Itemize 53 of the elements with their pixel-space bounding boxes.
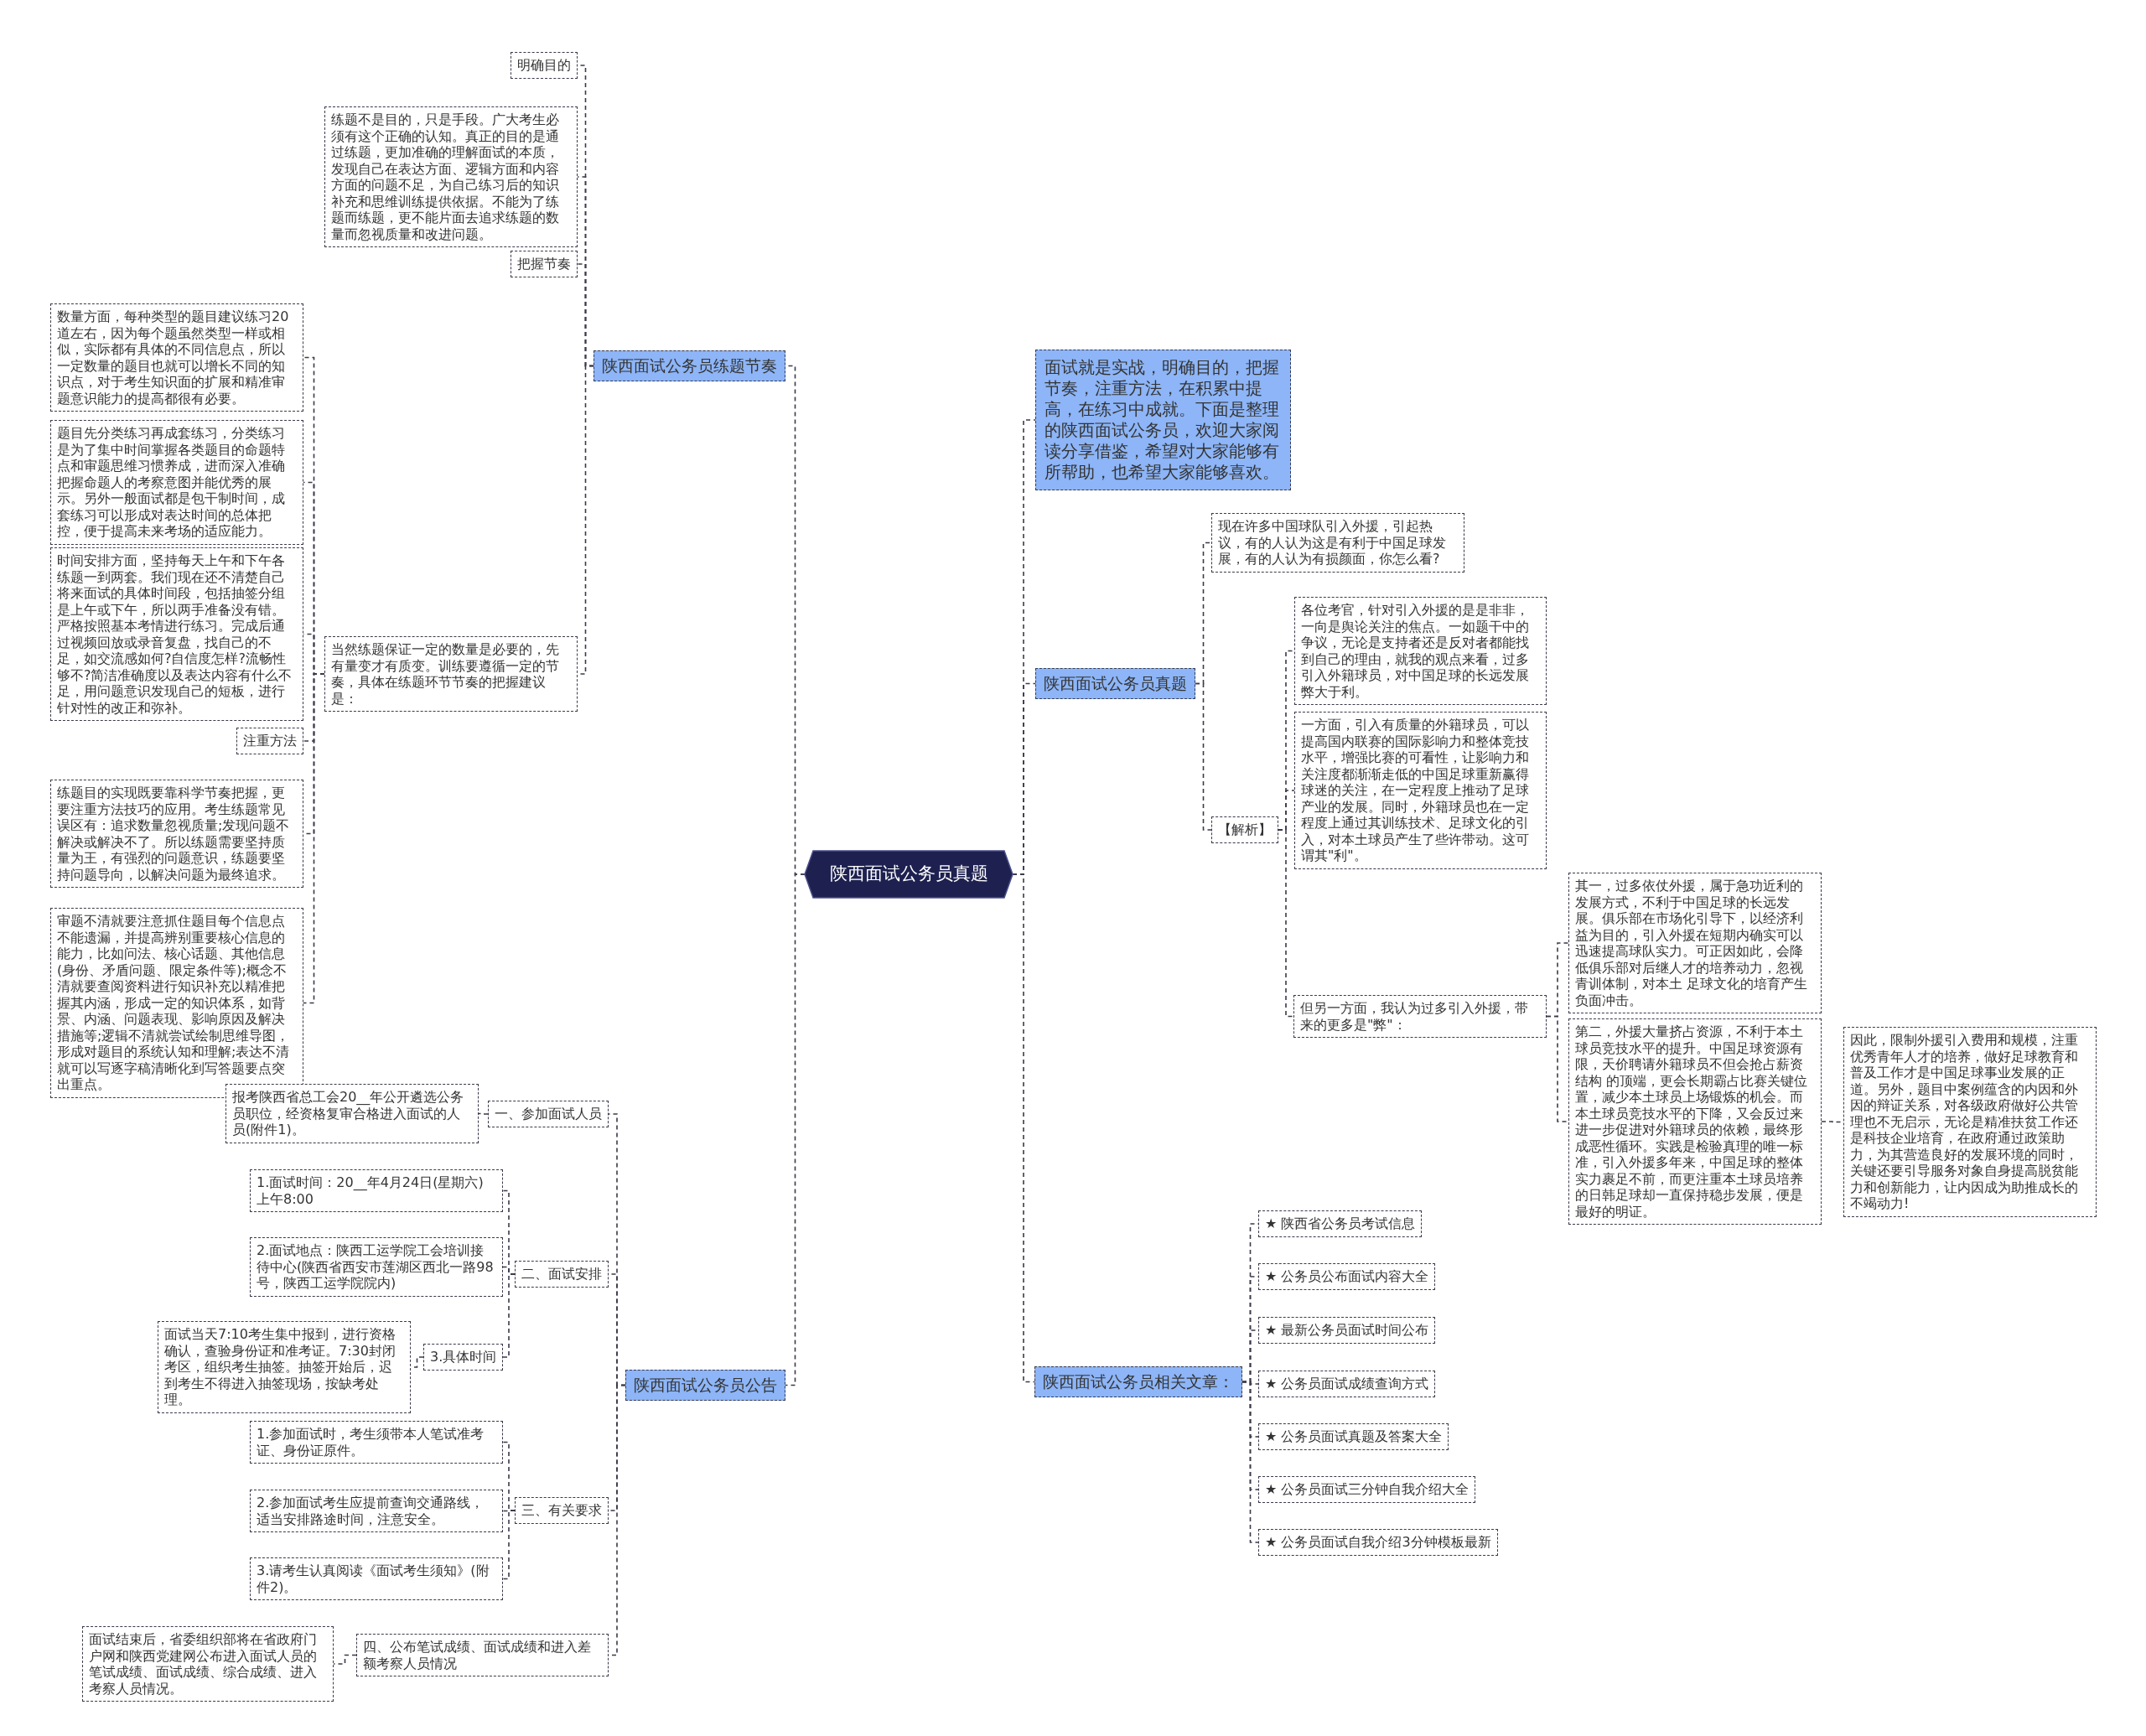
topic-box: 陕西面试公务员公告 (625, 1370, 785, 1402)
connector-line (1546, 1015, 1569, 1122)
text-box: ★ 公务员面试成绩查询方式 (1258, 1371, 1436, 1397)
text-box: ★ 公务员面试自我介绍3分钟模板最新 (1258, 1529, 1498, 1556)
central-topic: 陕西面试公务员真题 (805, 851, 1013, 898)
text-box: 三、有关要求 (515, 1497, 609, 1524)
connector-line (502, 1510, 516, 1580)
text-box: 时间安排方面，坚持每天上午和下午各练题一到两套。我们现在还不清楚自己将来面试的具体时间段，包括抽签分组是上午或下午，所以两手准备没有错。严格按照基本考情进行练习。完成后通过视频回放或录音复盘，找自己的不足，如交流感如何?自信度怎样?流畅性够不?简洁准确度以及表达内容有什么不足，用问题意识发现自己的短板，进行针对性的改正和弥补。 (50, 547, 303, 722)
text-box: 四、公布笔试成绩、面试成绩和进入差额考察人员情况 (356, 1634, 609, 1677)
connector-line (478, 1112, 489, 1115)
text-box: 3.请考生认真阅读《面试考生须知》(附件2)。 (250, 1557, 503, 1601)
text-box: 一方面，引入有质量的外籍球员，可以提高国内联赛的国际影响力和整体竞技水平，增强比赛的可看性，让影响力和关注度都渐渐走低的中国足球重新赢得球迷的关注，在一定程度上推动了足球产业的发展。同时，外籍球员也在一定程度上通过其训练技术、足球文化的引入，对本土球员产生了些许带动。这可谓其"利"。 (1294, 712, 1547, 869)
text-box: 当然练题保证一定的数量是必要的，先有量变才有质变。训练要遵循一定的节奏，具体在练题环节节奏的把握建议是： (324, 636, 578, 713)
text-box: 一、参加面试人员 (488, 1101, 609, 1127)
connector-line (1241, 1381, 1259, 1543)
connector-line (502, 1273, 516, 1358)
text-box: 1.面试时间：20__年4月24日(星期六)上午8:00 (250, 1169, 503, 1213)
text-box: 因此，限制外援引入费用和规模，注重优秀青年人才的培养，做好足球教育和普及工作才是中国足球事业发展的正道。另外，题目中案例蕴含的内因和外因的辩证关系，对各级政府做好公共管理也不无启示，无论是精准扶贫工作还是科技企业培育，在政府通过政策助力，为其营造良好的发展环境的同时，关键还要引导服务对象自身提高脱贫能力和创新能力，让内因成为助推成长的不竭动力! (1843, 1027, 2097, 1217)
text-box: 面试当天7:10考生集中报到，进行资格确认，查验身份证和准考证。7:30封闭考区，组织考生抽签。抽签开始后，迟到考生不得进入抽签现场，按缺考处理。 (158, 1321, 411, 1413)
connector-line (1195, 682, 1212, 831)
topic-box: 陕西面试公务员练题节奏 (594, 350, 785, 382)
topic-box: 陕西面试公务员相关文章： (1034, 1366, 1242, 1398)
connector-line (785, 873, 806, 1386)
text-box: 第二，外援大量挤占资源，不利于本土球员竞技水平的提升。中国足球资源有限，天价聘请外籍球员不但会抢占薪资结构 的顶端，更会长期霸占比赛关键位置，减少本土球员上场锻炼的机会。而本土球员竞技水平的下降，又会反过来进一步促进对外籍球员的依赖，最终形成恶性循环。实践是检验真理的唯一标准，引入外援多年来，中国足球的整体实力裹足不前，而更注重本土球员培养的日韩足球却一直保持稳步发展，便是最好的明证。 (1568, 1018, 1822, 1226)
text-box: 练题不是目的，只是手段。广大考生必须有这个正确的认知。真正的目的是通过练题，更加准确的理解面试的本质，发现自己在表达方面、逻辑方面和内容方面的问题不足，为自己练习后的知识补充和思维训练提供依据。不能为了练题而练题，更不能片面去追求练题的数量而忽视质量和改进问题。 (324, 106, 578, 248)
text-box: 明确目的 (511, 52, 578, 79)
text-box: 3.具体时间 (423, 1344, 504, 1371)
text-box: 2.参加面试考生应提前查询交通路线，适当安排路途时间，注意安全。 (250, 1490, 503, 1533)
text-box: ★ 公务员公布面试内容大全 (1258, 1263, 1436, 1290)
text-box: 1.参加面试时，考生须带本人笔试准考证、身份证原件。 (250, 1421, 503, 1464)
text-box: 面试结束后，省委组织部将在省政府门户网和陕西党建网公布进入面试人员的笔试成绩、面试成绩、综合成绩、进入考察人员情况。 (82, 1626, 334, 1702)
text-box: ★ 公务员面试三分钟自我介绍大全 (1258, 1476, 1476, 1503)
text-box: 2.面试地点：陕西工运学院工会培训接待中心(陕西省西安市莲湖区西北一路98号，陕西工运学院院内) (250, 1237, 503, 1297)
connector-line (1278, 829, 1294, 1018)
text-box: 各位考官，针对引入外援的是是非非，一向是舆论关注的焦点。一如题干中的争议，无论是支持者还是反对者都能找到自己的理由，就我的观点来看，过多引入外籍球员，对中国足球的长远发展弊大于利。 (1294, 597, 1547, 706)
text-box: ★ 陕西省公务员考试信息 (1258, 1210, 1423, 1237)
text-box: 注重方法 (236, 728, 303, 754)
text-box: 【解析】 (1211, 816, 1278, 843)
text-box: 题目先分类练习再成套练习，分类练习是为了集中时间掌握各类题目的命题特点和审题思维习惯养成，进而深入准确把握命题人的考察意图并能优秀的展示。另外一般面试都是包干制时间，成套练习可以形成对表达时间的总体把控，便于提高未来考场的适应能力。 (50, 420, 303, 545)
text-box: 现在许多中国球队引入外援，引起热议，有的人认为这是有利于中国足球发展，有的人认为有损颜面，你怎么看? (1211, 513, 1464, 573)
text-box: 二、面试安排 (515, 1261, 609, 1288)
text-box: 练题目的实现既要靠科学节奏把握，更要注重方法技巧的应用。考生练题常见误区有：追求数量忽视质量;发现问题不解决或解决不了。所以练题需要坚持质量为王，有强烈的问题意识，练题要坚持问题导向，以解决问题为最终追求。 (50, 780, 303, 889)
text-box: 数量方面，每种类型的题目建议练习20道左右，因为每个题虽然类型一样或相似，实际都有具体的不同信息点，所以一定数量的题目也就可以增长不同的知识点，对于考生知识面的扩展和精准审题意识能力的提高都很有必要。 (50, 303, 303, 412)
text-box: 但另一方面，我认为过多引入外援，带来的更多是"弊"： (1293, 995, 1547, 1039)
text-box: ★ 最新公务员面试时间公布 (1258, 1317, 1436, 1344)
text-box: 报考陕西省总工会20__年公开遴选公务员职位，经资格复审合格进入面试的人员(附件1)。 (225, 1084, 479, 1143)
connector-line (1012, 873, 1035, 1383)
connector-line (333, 1654, 357, 1665)
topic-box: 陕西面试公务员真题 (1035, 668, 1195, 700)
text-box: 把握节奏 (511, 251, 578, 277)
text-box: 其一，过多依仗外援，属于急功近利的发展方式，不利于中国足球的长远发展。俱乐部在市场化引导下，以经济利益为目的，引入外援在短期内确实可以迅速提高球队实力。可正因如此，会降低俱乐部对后继人才的培养动力，忽视青训体制，对本土 足球文化的培育产生负面冲击。 (1568, 873, 1822, 1014)
text-box: ★ 公务员面试真题及答案大全 (1258, 1423, 1449, 1450)
intro-box: 面试就是实战，明确目的，把握节奏，注重方法，在积累中提高，在练习中成就。下面是整理的陕西面试公务员，欢迎大家阅读分享借鉴，希望对大家能够有所帮助，也希望大家能够喜欢。 (1035, 350, 1291, 490)
